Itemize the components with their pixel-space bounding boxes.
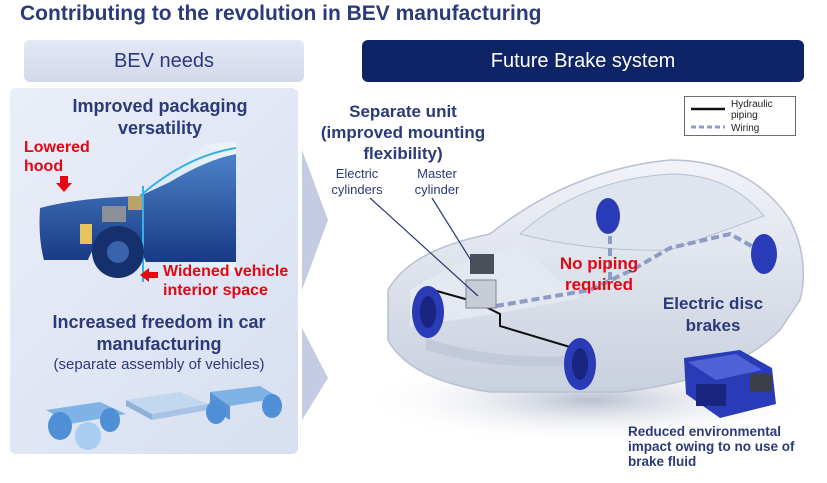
brake-module: [102, 206, 126, 222]
future-brake-label: Future Brake system: [490, 49, 676, 72]
rear-left-brake: [596, 198, 620, 234]
car-illustration: [370, 159, 815, 445]
legend-hydraulic-label: Hydraulic piping: [731, 99, 773, 121]
bev-needs-header: BEV needs: [24, 40, 304, 82]
chevron-arrow-bottom: [302, 328, 328, 420]
page-title: Contributing to the revolution in BEV ma…: [20, 2, 542, 25]
freedom-heading: Increased freedom in car manufacturing: [52, 312, 266, 354]
lowered-hood-label: Lowered hood: [24, 139, 90, 175]
electric-disc-brakes-label: Electric disc brakes: [662, 294, 764, 335]
chevron-arrow-top: [302, 150, 328, 290]
legend-box: Hydraulic piping Wiring: [684, 96, 796, 136]
reduced-impact-label: Reduced environmental impact owing to no…: [628, 424, 795, 469]
master-cylinder-label: Master cylinder: [414, 166, 460, 197]
engine-bay-block: [80, 224, 92, 244]
chassis-module-rear: [206, 386, 282, 424]
electric-cylinders-label: Electric cylinders: [331, 166, 383, 197]
chassis-module-front: [46, 402, 126, 450]
separate-unit-subheading: (improved mounting flexibility): [320, 123, 486, 163]
front-right-brake: [564, 338, 596, 390]
packaging-heading: Improved packaging versatility: [72, 96, 248, 138]
separate-unit-heading: Separate unit: [349, 102, 457, 121]
electric-cylinders-pointer: [369, 197, 479, 297]
modular-chassis-illustration: [46, 386, 282, 450]
bev-needs-label: BEV needs: [113, 49, 215, 72]
legend-swatches: [691, 107, 725, 129]
freedom-subheading: (separate assembly of vehicles): [53, 356, 265, 373]
chassis-module-battery: [126, 392, 208, 420]
chevron-arrows: [302, 150, 328, 420]
widened-interior-label: Widened vehicle interior space: [163, 263, 289, 299]
front-left-brake: [412, 286, 444, 338]
master-cylinder-pointer: [431, 197, 473, 263]
down-arrow-icon: [56, 176, 72, 192]
future-brake-header: Future Brake system: [362, 40, 804, 82]
left-arrow-icon: [140, 268, 158, 282]
front-wheel-hub: [107, 241, 129, 263]
brake-unit: [465, 279, 497, 309]
brake-caliper-illustration: [684, 350, 776, 418]
master-cylinder-unit: [470, 254, 494, 274]
roof-line: [139, 147, 236, 197]
callout-lines: [369, 197, 479, 297]
car-windows: [518, 173, 765, 251]
car-front-illustration: [39, 142, 236, 282]
rear-right-brake: [751, 234, 777, 274]
brake-module-top: [128, 196, 142, 210]
no-piping-label: No piping required: [559, 254, 639, 294]
wiring-line: [495, 231, 767, 308]
legend-wiring-label: Wiring: [731, 123, 760, 134]
front-grille: [426, 338, 570, 367]
